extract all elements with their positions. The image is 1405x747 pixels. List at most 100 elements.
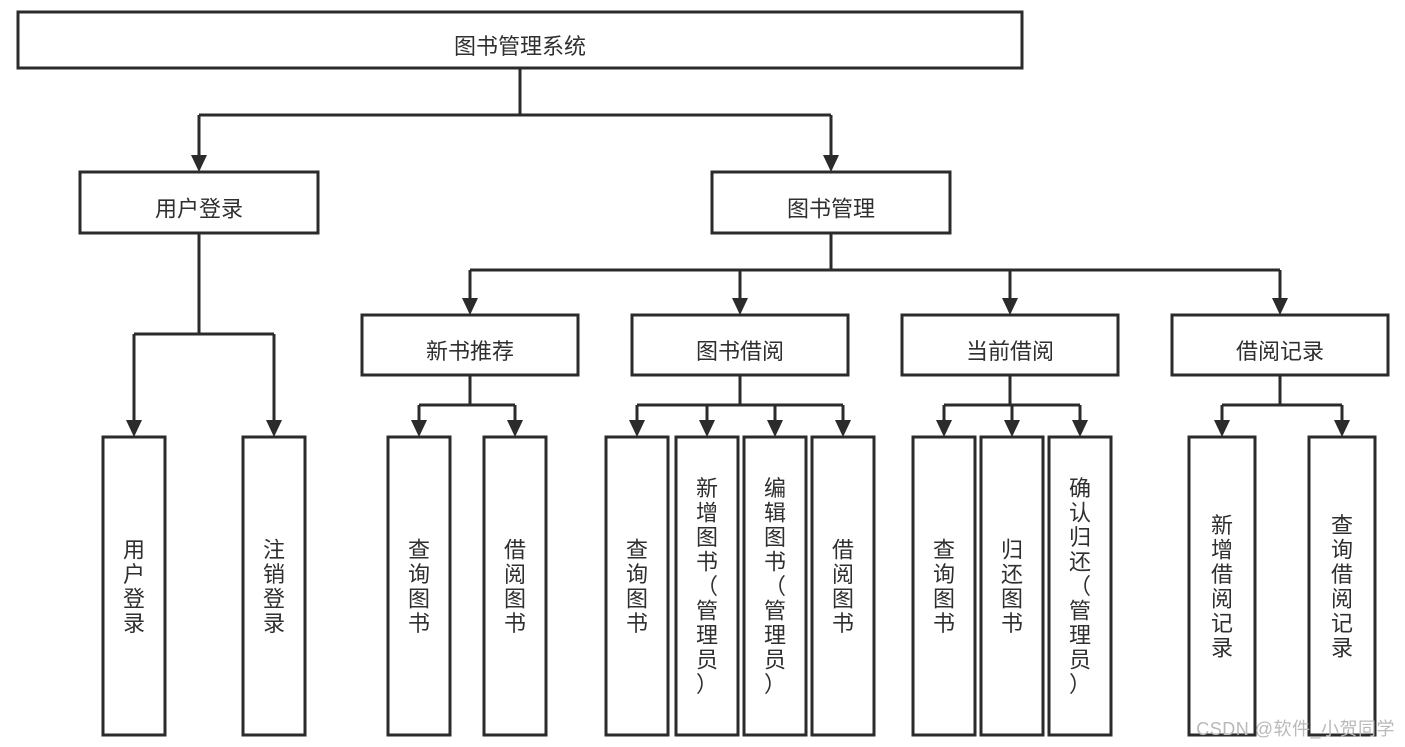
node-box-book-borrow [630,313,850,377]
arrow-connector [699,405,715,437]
node-label-borrow-record: 借阅记录 [1236,339,1324,364]
arrow-connector [266,334,282,437]
node-label-query-book-2: 查询图书 [626,537,648,636]
arrow-head-icon [411,420,427,437]
node-box-query-book-3 [911,435,977,737]
node-box-user-login [78,170,320,235]
node-box-borrow-record [1170,313,1390,377]
arrow-connector [1214,405,1230,437]
arrow-head-icon [767,420,783,437]
arrow-head-icon [126,420,142,437]
arrow-connector [629,405,645,437]
arrow-head-icon [936,420,952,437]
node-book-borrow[interactable]: 图书借阅 [630,313,850,377]
node-query-borrow-record[interactable]: 查询借阅记录 [1307,435,1377,737]
node-book-manage[interactable]: 图书管理 [710,170,952,235]
arrow-connector [507,405,523,437]
arrow-head-icon [835,420,851,437]
arrow-head-icon [823,155,839,172]
node-label-root: 图书管理系统 [454,34,586,59]
node-label-query-book-1: 查询图书 [408,537,430,636]
node-user-login[interactable]: 用户登录 [78,170,320,235]
arrow-connector [936,405,952,437]
arrow-connector [1272,270,1288,315]
node-label-user-logout-leaf: 注销登录 [263,537,285,636]
node-label-add-book-admin: 新增图书（管理员） [696,476,718,697]
node-box-borrow-book-1 [482,435,548,737]
node-label-user-login-leaf: 用户登录 [123,537,145,636]
arrow-head-icon [732,298,748,315]
node-add-borrow-record[interactable]: 新增借阅记录 [1187,435,1257,737]
node-box-add-borrow-record [1187,435,1257,737]
arrow-connector [1004,405,1020,437]
node-label-borrow-book-2: 借阅图书 [832,537,854,636]
arrow-connector [411,405,427,437]
node-label-new-book-recommend: 新书推荐 [426,339,514,364]
node-borrow-book-2[interactable]: 借阅图书 [810,435,876,737]
node-user-logout-leaf[interactable]: 注销登录 [241,435,307,737]
arrow-connector [835,405,851,437]
arrow-head-icon [699,420,715,437]
arrow-connector [732,270,748,315]
arrow-head-icon [1004,420,1020,437]
arrow-head-icon [507,420,523,437]
arrow-head-icon [266,420,282,437]
node-user-login-leaf[interactable]: 用户登录 [101,435,167,737]
node-box-user-login-leaf [101,435,167,737]
arrow-connector [1334,405,1350,437]
node-edit-book-admin[interactable]: 编辑图书（管理员） [742,435,808,737]
node-new-book-recommend[interactable]: 新书推荐 [360,313,580,377]
node-box-query-borrow-record [1307,435,1377,737]
arrow-head-icon [629,420,645,437]
node-box-root [16,10,1024,70]
node-box-add-book-admin [674,435,740,737]
arrow-head-icon [1334,420,1350,437]
node-borrow-record[interactable]: 借阅记录 [1170,313,1390,377]
node-query-book-1[interactable]: 查询图书 [386,435,452,737]
node-label-book-manage: 图书管理 [787,196,875,221]
arrow-connector [767,405,783,437]
node-label-query-borrow-record: 查询借阅记录 [1331,513,1353,661]
node-label-current-borrow: 当前借阅 [966,339,1054,364]
arrow-connector [823,115,839,172]
arrow-connector [126,334,142,437]
node-box-borrow-book-2 [810,435,876,737]
arrow-head-icon [1002,298,1018,315]
arrow-connector [462,270,478,315]
node-label-book-borrow: 图书借阅 [696,339,784,364]
node-box-user-logout-leaf [241,435,307,737]
node-label-edit-book-admin: 编辑图书（管理员） [764,476,786,697]
node-box-book-manage [710,170,952,235]
arrow-head-icon [462,298,478,315]
node-confirm-return-admin[interactable]: 确认归还（管理员） [1047,435,1113,737]
node-current-borrow[interactable]: 当前借阅 [900,313,1120,377]
arrow-connector [191,115,207,172]
node-label-query-book-3: 查询图书 [933,537,955,636]
node-label-confirm-return-admin: 确认归还（管理员） [1069,476,1091,697]
node-label-return-book: 归还图书 [1001,537,1023,636]
edges-layer [126,68,1350,437]
node-box-query-book-1 [386,435,452,737]
node-label-user-login: 用户登录 [155,196,243,221]
node-box-new-book-recommend [360,313,580,377]
node-query-book-3[interactable]: 查询图书 [911,435,977,737]
node-label-borrow-book-1: 借阅图书 [504,537,526,636]
node-return-book[interactable]: 归还图书 [979,435,1045,737]
arrow-head-icon [1272,298,1288,315]
arrow-connector [1072,405,1088,437]
nodes-layer: 图书管理系统用户登录用户登录注销登录图书管理新书推荐查询图书借阅图书图书借阅查询… [16,10,1390,737]
node-box-confirm-return-admin [1047,435,1113,737]
arrow-head-icon [191,155,207,172]
arrow-head-icon [1214,420,1230,437]
node-add-book-admin[interactable]: 新增图书（管理员） [674,435,740,737]
node-root[interactable]: 图书管理系统 [16,10,1024,70]
node-box-current-borrow [900,313,1120,377]
arrow-head-icon [1072,420,1088,437]
node-borrow-book-1[interactable]: 借阅图书 [482,435,548,737]
node-label-add-borrow-record: 新增借阅记录 [1211,513,1233,661]
node-query-book-2[interactable]: 查询图书 [604,435,670,737]
arrow-connector [1002,270,1018,315]
node-box-query-book-2 [604,435,670,737]
node-box-return-book [979,435,1045,737]
